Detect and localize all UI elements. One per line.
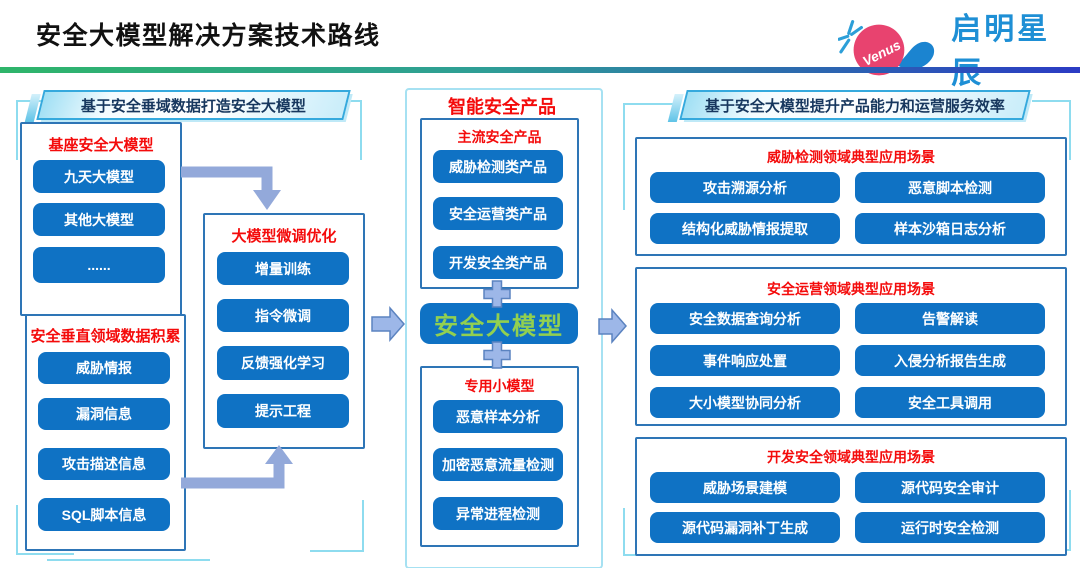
bracket-left-br-v — [362, 500, 364, 552]
node-encrypted-traffic-detection: 加密恶意流量检测 — [433, 448, 563, 481]
node-malware-sample-analysis: 恶意样本分析 — [433, 400, 563, 433]
node-threat-intel: 威胁情报 — [38, 352, 170, 384]
node-intrusion-report-generation: 入侵分析报告生成 — [855, 345, 1045, 376]
title-underline — [0, 67, 1080, 73]
bracket-right-tl-v — [623, 103, 625, 210]
left-banner-label: 基于安全垂域数据打造安全大模型 — [80, 97, 306, 115]
finetune-box-title: 大模型微调优化 — [231, 228, 337, 245]
node-rlhf: 反馈强化学习 — [217, 346, 349, 380]
swoosh-icon — [896, 41, 935, 70]
secops-scenarios-title: 安全运营领域典型应用场景 — [767, 281, 935, 297]
node-threat-modeling: 威胁场景建模 — [650, 472, 840, 503]
node-other-models: 其他大模型 — [33, 203, 165, 236]
right-banner-label: 基于安全大模型提升产品能力和运营服务效率 — [704, 97, 1005, 115]
node-attack-desc: 攻击描述信息 — [38, 448, 170, 480]
node-data-query-analysis: 安全数据查询分析 — [650, 303, 840, 334]
node-source-code-audit: 源代码安全审计 — [855, 472, 1045, 503]
node-abnormal-process-detection: 异常进程检测 — [433, 497, 563, 530]
bracket-left-br-h — [310, 550, 364, 552]
node-secops-products: 安全运营类产品 — [433, 197, 563, 230]
threat-scenarios-title: 威胁检测领域典型应用场景 — [767, 149, 935, 165]
security-data-box-title: 安全垂直领域数据积累 — [30, 328, 181, 345]
bracket-left-bl-h — [16, 553, 74, 555]
venustech-logo: Venus 启明星辰 — [838, 4, 1080, 92]
bracket-left-bl-v — [16, 505, 18, 555]
bracket-right-bl-v — [623, 508, 625, 556]
node-security-tool-invocation: 安全工具调用 — [855, 387, 1045, 418]
node-more-models: ...... — [33, 247, 165, 283]
elbow-arrow-down-head — [253, 190, 281, 210]
node-structured-intel-extraction: 结构化威胁情报提取 — [650, 213, 840, 244]
node-devsec-products: 开发安全类产品 — [433, 246, 563, 279]
bracket-left-tr — [360, 100, 362, 160]
base-model-box-title: 基座安全大模型 — [48, 137, 154, 154]
node-alert-interpretation: 告警解读 — [855, 303, 1045, 334]
node-incremental-training: 增量训练 — [217, 252, 349, 285]
middle-section-header: 智能安全产品 — [448, 97, 556, 117]
node-prompt-engineering: 提示工程 — [217, 394, 349, 428]
elbow-arrow-up-icon — [181, 464, 285, 489]
node-incident-response: 事件响应处置 — [650, 345, 840, 376]
bracket-right-tr-h — [1032, 100, 1071, 102]
arrow-right-icon — [598, 308, 627, 344]
node-instruction-tuning: 指令微调 — [217, 299, 349, 332]
node-sql-script: SQL脚本信息 — [38, 498, 170, 531]
node-threat-detection-products: 威胁检测类产品 — [433, 150, 563, 183]
node-sandbox-log-analysis: 样本沙箱日志分析 — [855, 213, 1045, 244]
node-patch-generation: 源代码漏洞补丁生成 — [650, 512, 840, 543]
bracket-left-bottom-line — [47, 559, 210, 561]
right-section-banner: 基于安全大模型提升产品能力和运营服务效率 — [679, 90, 1031, 120]
logo-wordmark: 启明星辰 — [951, 13, 1051, 90]
node-runtime-security-detection: 运行时安全检测 — [855, 512, 1045, 543]
specialized-models-title: 专用小模型 — [464, 378, 535, 394]
sparkle-star-icon — [838, 20, 863, 54]
arrow-right-icon — [371, 306, 405, 342]
security-llm-box: 安全大模型 — [420, 303, 578, 344]
bracket-right-br-v — [1069, 490, 1071, 551]
venus-logo-mark-icon: Venus — [838, 20, 935, 76]
node-jiutian-model: 九天大模型 — [33, 160, 165, 193]
bracket-right-tl-h — [623, 103, 681, 105]
bracket-left-tl — [16, 100, 18, 160]
mainstream-products-title: 主流安全产品 — [457, 129, 542, 145]
node-vuln-info: 漏洞信息 — [38, 398, 170, 430]
left-section-banner: 基于安全垂域数据打造安全大模型 — [36, 90, 351, 120]
devsec-scenarios-title: 开发安全领域典型应用场景 — [767, 449, 935, 465]
elbow-arrow-down-icon — [181, 166, 273, 190]
page-title: 安全大模型解决方案技术路线 — [36, 22, 381, 50]
node-attack-tracing: 攻击溯源分析 — [650, 172, 840, 203]
bracket-right-tr-v — [1069, 100, 1071, 160]
node-malicious-script-detection: 恶意脚本检测 — [855, 172, 1045, 203]
node-model-collaboration-analysis: 大小模型协同分析 — [650, 387, 840, 418]
